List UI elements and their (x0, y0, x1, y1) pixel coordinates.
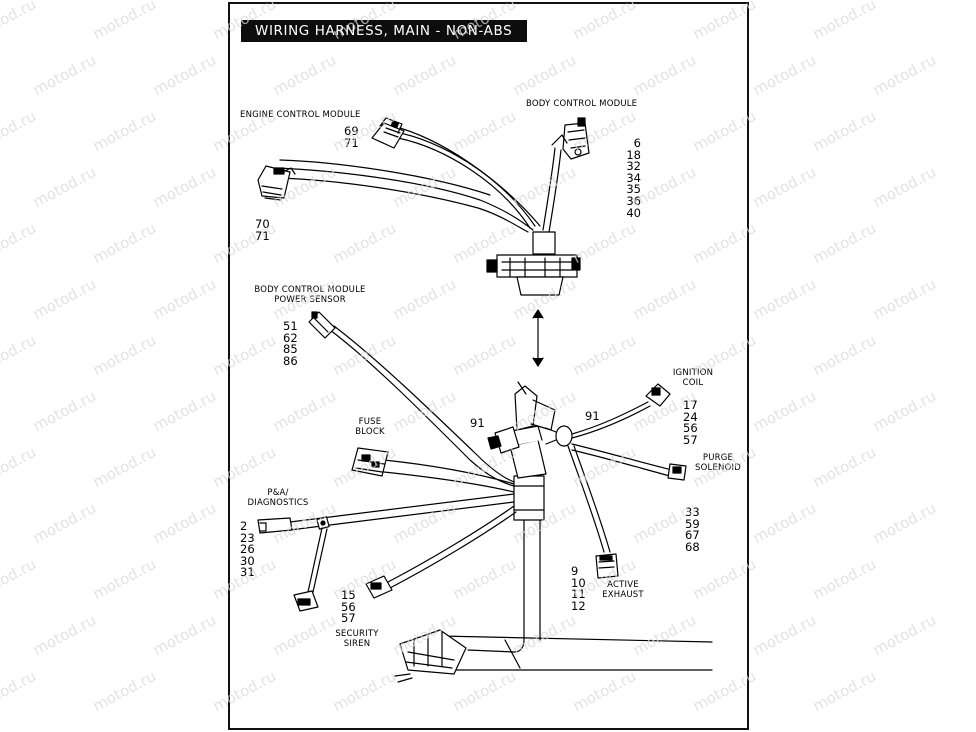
part-number: 11 (571, 587, 586, 602)
bcm-power-branch (308, 311, 515, 487)
siren-branch (365, 505, 517, 599)
part-number: 30 (240, 553, 255, 568)
fuse-block (351, 447, 515, 493)
lower-bracket (394, 629, 467, 683)
part-number: 9 (571, 564, 579, 578)
part-number: 71 (344, 135, 359, 150)
ignition-coil-label: IGNITION COIL (672, 368, 714, 388)
part-number: 2 (240, 519, 248, 533)
part-number: 62 (283, 330, 298, 345)
ecm-parts-lower: 70 71 (255, 217, 270, 243)
security-siren-label: SECURITY SIREN (334, 629, 380, 649)
diagnostics-label: P&A/ DIAGNOSTICS (242, 488, 314, 508)
ignition-coil-parts: 17 24 56 57 (683, 398, 698, 447)
bcm-harness-branch (542, 147, 562, 233)
part-number: 34 (626, 170, 641, 185)
label-line: PURGE (702, 453, 734, 463)
purge-solenoid-parts: 33 59 67 68 (685, 505, 700, 554)
part-number: 71 (255, 228, 270, 243)
label-line: FUSE (358, 417, 382, 427)
label-line: BODY CONTROL MODULE (254, 285, 366, 295)
part-number: 67 (685, 528, 700, 543)
active-exhaust-label: ACTIVE EXHAUST (601, 580, 645, 600)
part-number: 51 (283, 319, 298, 333)
bcm-parts: 6 18 32 34 35 36 40 (619, 136, 641, 220)
label-line: P&A/ (267, 488, 289, 498)
part-number: 32 (626, 159, 641, 174)
exhaust-branch (567, 445, 619, 579)
fuse-block-label: FUSE BLOCK (354, 417, 386, 437)
label-line: SIREN (343, 638, 371, 649)
part-number: 70 (255, 217, 270, 231)
security-siren-parts: 15 56 57 (341, 588, 356, 626)
part-number: 36 (626, 193, 641, 208)
label-line: DIAGNOSTICS (247, 497, 309, 508)
assembly-arrow (532, 309, 544, 367)
ecm-connector-lower (257, 165, 296, 201)
ecm-label: ENGINE CONTROL MODULE (240, 110, 361, 120)
bcm-power-label: BODY CONTROL MODULE POWER SENSOR (254, 285, 366, 305)
part-number: 33 (685, 505, 700, 519)
part-number: 85 (283, 342, 298, 357)
label-line: ACTIVE (607, 580, 639, 590)
part-number: 18 (626, 147, 641, 162)
part-number: 31 (240, 565, 255, 580)
ecm-connector-upper (371, 117, 405, 149)
label-line: COIL (682, 377, 704, 388)
purge-branch (571, 443, 687, 481)
diagnostics-parts: 2 23 26 30 31 (240, 519, 255, 580)
part-number: 24 (683, 409, 698, 424)
part-number: 69 (344, 124, 359, 138)
active-exhaust-parts: 9 10 11 12 (571, 564, 586, 613)
part-number: 68 (685, 539, 700, 554)
part-number: 57 (341, 611, 356, 626)
part-number: 17 (683, 398, 698, 412)
part-number: 23 (240, 530, 255, 545)
part-number: 6 (633, 136, 641, 150)
label-line: IGNITION (672, 368, 714, 378)
bcm-connector (551, 117, 590, 160)
label-line: SOLENOID (695, 462, 741, 473)
clip-part-right: 91 (585, 409, 600, 423)
part-number: 15 (341, 588, 356, 602)
part-number: 59 (685, 516, 700, 531)
bcm-label: BODY CONTROL MODULE (526, 99, 638, 109)
bcm-power-parts: 51 62 85 86 (283, 319, 298, 368)
part-number: 86 (283, 353, 298, 368)
ecm-parts-upper: 69 71 (344, 124, 359, 150)
ignition-branch (571, 383, 671, 439)
main-trunk (439, 381, 713, 671)
diagnostics-branch (257, 493, 515, 612)
ecm-harness-branch (274, 127, 541, 233)
label-line: POWER SENSOR (274, 294, 346, 305)
label-line: EXHAUST (602, 589, 644, 600)
part-number: 56 (341, 599, 356, 614)
part-number: 26 (240, 542, 255, 557)
purge-solenoid-label: PURGE SOLENOID (693, 453, 743, 473)
diagram-title: WIRING HARNESS, MAIN - NON-ABS (255, 23, 513, 39)
diagram-frame (228, 2, 749, 730)
part-number: 12 (571, 598, 586, 613)
clip-part-left: 91 (470, 416, 485, 430)
label-line: SECURITY (335, 629, 379, 639)
part-number: 57 (683, 432, 698, 447)
part-number: 40 (626, 205, 641, 220)
part-number: 56 (683, 421, 698, 436)
part-number: 10 (571, 575, 586, 590)
part-number: 35 (626, 182, 641, 197)
title-bar: WIRING HARNESS, MAIN - NON-ABS (241, 20, 527, 42)
upper-junction-block (486, 231, 581, 296)
label-line: BLOCK (355, 426, 385, 437)
